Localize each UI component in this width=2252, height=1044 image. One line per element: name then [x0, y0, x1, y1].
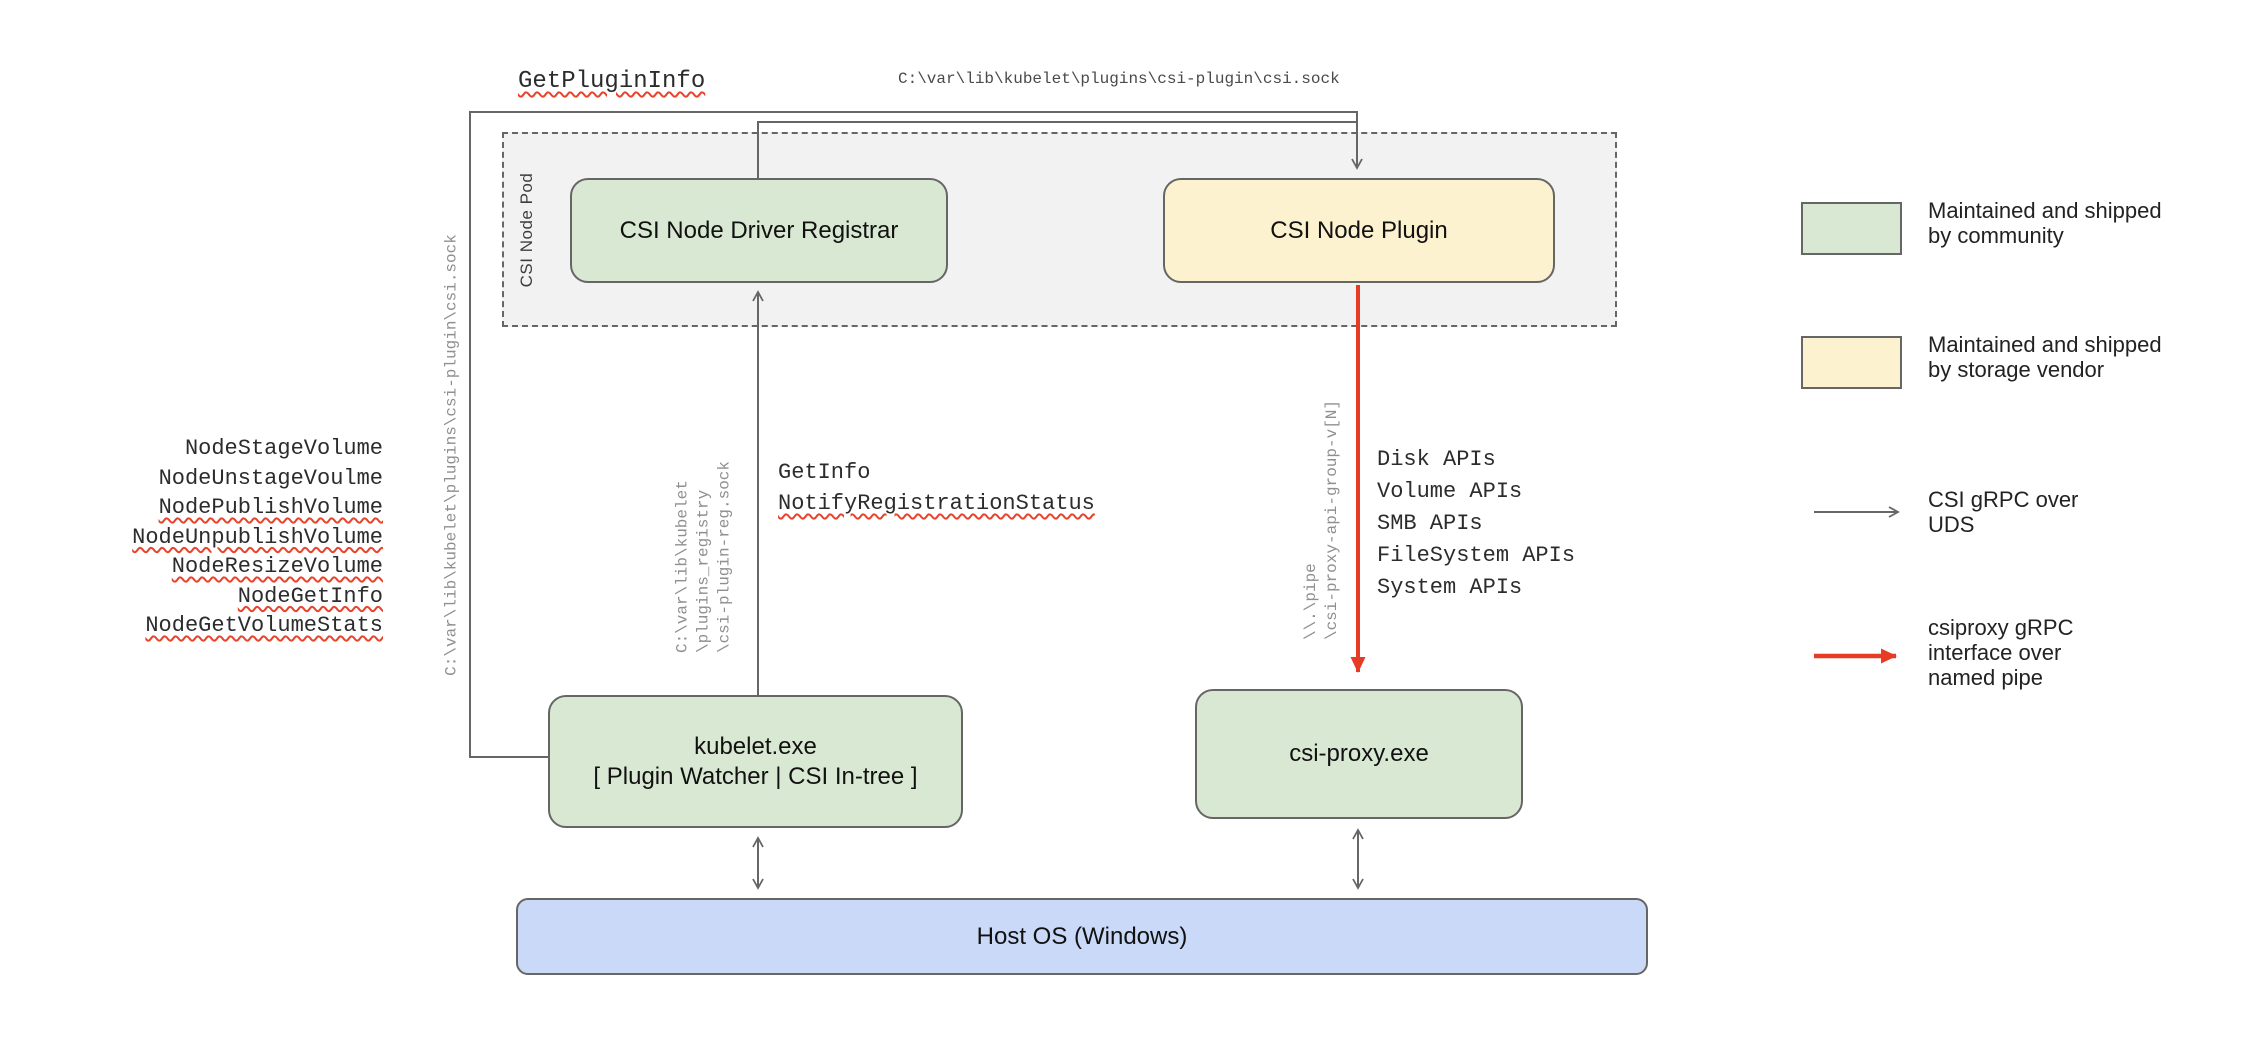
node-rpc-item: NodeStageVolume	[184, 436, 383, 461]
registrar-rpc-item: NotifyRegistrationStatus	[778, 491, 1095, 516]
kubelet-label-line1: kubelet.exe	[694, 732, 817, 760]
legend-namedpipe-text: csiproxy gRPC interface over named pipe	[1928, 615, 2073, 690]
csi-proxy-api-item: System APIs	[1377, 575, 1523, 600]
legend-vendor-swatch	[1801, 336, 1902, 389]
legend-line: UDS	[1928, 512, 1975, 537]
csi-grpc-uds-arrow-icon	[1814, 506, 1900, 518]
legend-line: by community	[1928, 223, 2064, 248]
registration-socket-path-line: \csi-plugin-reg.sock	[715, 460, 734, 654]
node-rpc-item: NodeGetVolumeStats	[145, 613, 383, 638]
legend-line: CSI gRPC over	[1928, 487, 2079, 512]
node-rpc-item: NodeUnpublishVolume	[132, 524, 383, 550]
legend-line: csiproxy gRPC	[1928, 615, 2074, 640]
kubelet-box: kubelet.exe [ Plugin Watcher | CSI In-tr…	[548, 695, 963, 828]
registration-socket-path-line: C:\var\lib\kubelet	[673, 480, 692, 654]
legend-line: by storage vendor	[1928, 357, 2105, 382]
registration-socket-path-line: \plugins_registry	[694, 489, 713, 654]
legend-community-text: Maintained and shipped by community	[1928, 198, 2162, 248]
node-rpc-item: NodePublishVolume	[158, 495, 383, 520]
csi-node-plugin-box: CSI Node Plugin	[1163, 178, 1555, 283]
registrar-rpc-list: GetInfo NotifyRegistrationStatus	[778, 457, 1095, 519]
host-os-label: Host OS (Windows)	[976, 922, 1188, 950]
legend-community-swatch	[1801, 202, 1902, 255]
registrar-rpc-item: GetInfo	[778, 460, 871, 485]
host-os-box: Host OS (Windows)	[516, 898, 1648, 975]
node-rpc-item: NodeUnstageVoulme	[158, 465, 383, 491]
csi-proxy-api-item: FileSystem APIs	[1377, 543, 1576, 568]
named-pipe-path-line: \\.\pipe	[1302, 563, 1320, 641]
kubelet-to-plugin-uds-line	[469, 111, 1363, 758]
legend-line: interface over	[1928, 640, 2062, 665]
csi-proxy-box: csi-proxy.exe	[1195, 689, 1523, 819]
csi-proxy-api-item: Disk APIs	[1377, 447, 1496, 472]
csi-proxy-api-list: Disk APIs Volume APIs SMB APIs FileSyste…	[1377, 444, 1575, 604]
legend-line: Maintained and shipped	[1928, 332, 2162, 357]
named-pipe-path-line: \csi-proxy-api-group-v[N]	[1323, 399, 1341, 641]
csi-proxy-label: csi-proxy.exe	[1289, 740, 1429, 767]
named-pipe-path-label: \\.\pipe \csi-proxy-api-group-v[N]	[1301, 400, 1343, 640]
legend-line: named pipe	[1928, 665, 2043, 690]
legend-vendor-text: Maintained and shipped by storage vendor	[1928, 332, 2162, 382]
node-rpc-item: NodeGetInfo	[237, 583, 383, 609]
csi-node-driver-registrar-label: CSI Node Driver Registrar	[619, 216, 899, 244]
node-rpc-list: NodeStageVolume NodeUnstageVoulme NodePu…	[120, 434, 383, 641]
csi-node-driver-registrar-box: CSI Node Driver Registrar	[570, 178, 948, 283]
csi-socket-path-label: C:\var\lib\kubelet\plugins\csi-plugin\cs…	[898, 70, 1340, 88]
csi-node-plugin-label: CSI Node Plugin	[1270, 216, 1448, 244]
csiproxy-grpc-arrow-icon	[1814, 648, 1897, 664]
node-rpc-item: NodeResizeVolume	[171, 554, 383, 579]
legend-uds-text: CSI gRPC over UDS	[1928, 487, 2078, 537]
csi-proxy-api-item: Volume APIs	[1377, 479, 1523, 504]
get-plugin-info-label: GetPluginInfo	[518, 68, 706, 95]
csi-proxy-api-item: SMB APIs	[1377, 511, 1483, 536]
kubelet-label-line2: [ Plugin Watcher | CSI In-tree ]	[593, 762, 918, 790]
legend-line: Maintained and shipped	[1928, 198, 2162, 223]
registrar-to-plugin-uds-line	[757, 121, 1357, 178]
registration-socket-path-label: C:\var\lib\kubelet \plugins_registry \cs…	[673, 461, 736, 653]
csi-socket-path-vertical-label: C:\var\lib\kubelet\plugins\csi-plugin\cs…	[442, 234, 461, 676]
